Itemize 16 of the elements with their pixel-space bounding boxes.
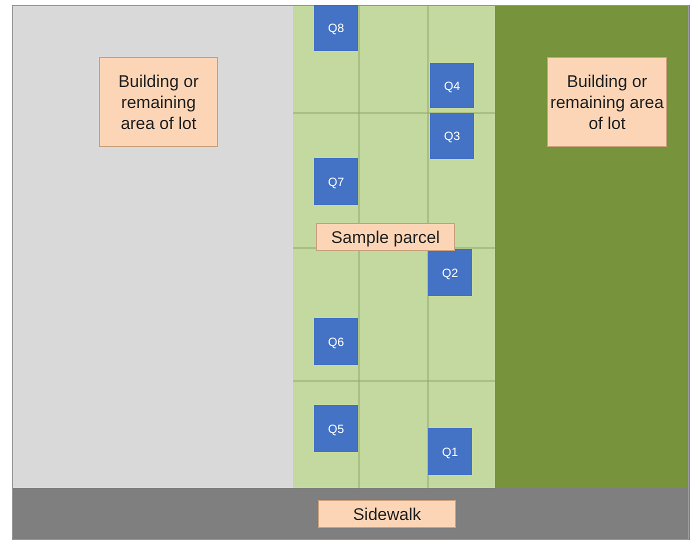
quadrat-square: Q2 — [428, 249, 472, 296]
quadrat-square: Q4 — [430, 63, 474, 108]
area-label: Sidewalk — [318, 500, 456, 528]
area-label: Building or remaining area of lot — [99, 57, 218, 147]
lot-area — [12, 5, 293, 488]
quadrat-square: Q8 — [314, 5, 358, 51]
quadrat-square: Q3 — [430, 113, 474, 159]
area-label: Building or remaining area of lot — [547, 57, 667, 147]
sidewalk-area — [12, 488, 690, 540]
quadrat-square: Q5 — [314, 405, 358, 452]
quadrat-square: Q7 — [314, 158, 358, 205]
parcel-area — [293, 5, 495, 488]
lot-area — [495, 5, 690, 488]
quadrat-square: Q6 — [314, 318, 358, 365]
quadrat-square: Q1 — [428, 428, 472, 475]
area-label: Sample parcel — [316, 223, 455, 251]
